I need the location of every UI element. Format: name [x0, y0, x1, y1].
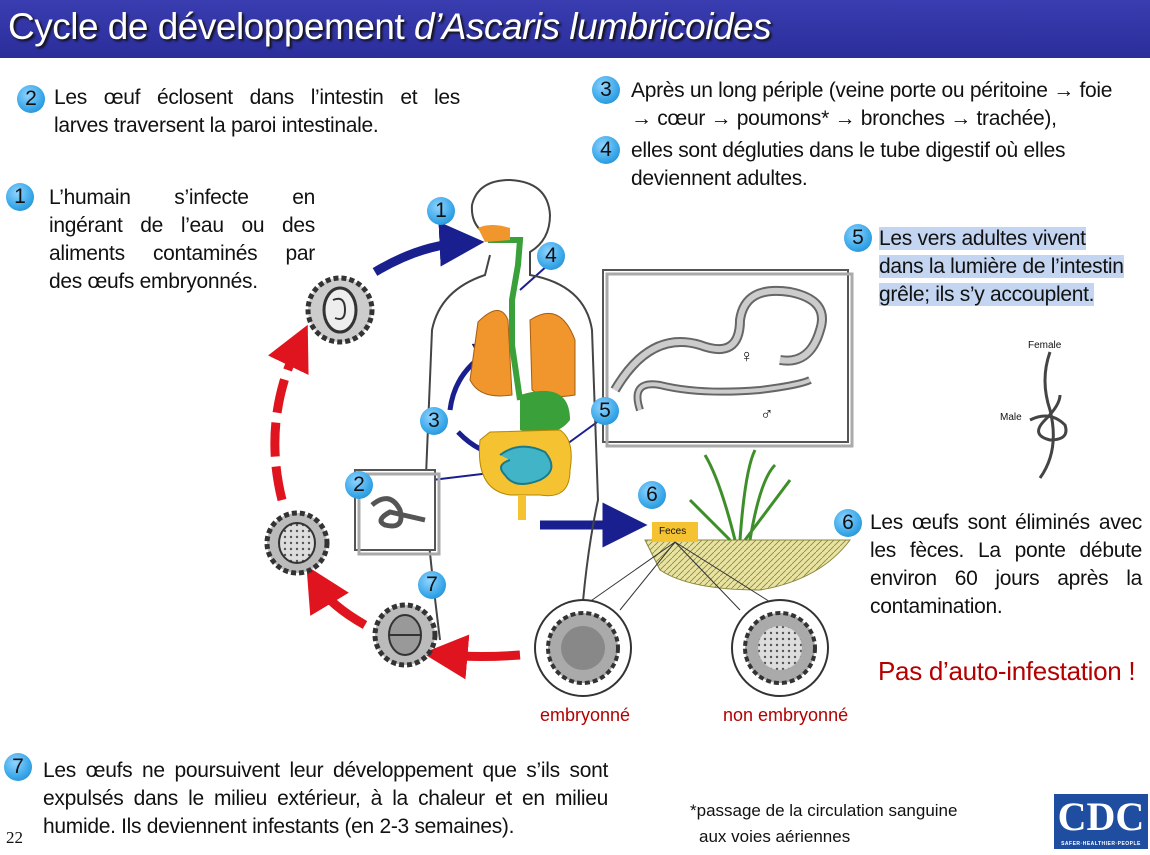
step-1-text: L’humain s’infecte en ingérant de l’eau …: [49, 186, 315, 293]
step-5-text: Les vers adultes vivent dans la lumière …: [879, 227, 1124, 306]
egg-two-cell: [372, 602, 438, 668]
step-4-text: elles sont dégluties dans le tube digest…: [631, 139, 1066, 190]
footnote: *passage de la circulation sanguine aux …: [690, 801, 958, 846]
marker-2: 2: [345, 471, 373, 499]
label-embryonated: embryonné: [540, 705, 631, 725]
marker-6: 6: [638, 481, 666, 509]
small-intestine: [499, 445, 553, 485]
mating-worms: [1029, 351, 1068, 479]
blue-arrow-ingest: [372, 221, 485, 276]
feces-label: Feces: [659, 526, 687, 537]
egg-magnified-non-embryonated: [731, 599, 829, 697]
step-5-badge: 5: [844, 224, 872, 252]
warning-no-autoinfestation: Pas d’auto-infestation !: [878, 656, 1136, 686]
lungs: [469, 310, 576, 398]
stomach: [520, 390, 570, 434]
step-2-text: Les œuf éclosent dans l’intestin et les …: [54, 86, 460, 137]
soil-plant: [584, 449, 852, 611]
red-arrow-left: [267, 324, 309, 502]
female-symbol: ♀: [740, 346, 754, 366]
label-non-embryonated: non embryonné: [723, 705, 849, 725]
marker-4: 4: [537, 242, 565, 270]
marker-5: 5: [591, 397, 619, 425]
step-7-text: Les œufs ne poursuivent leur développeme…: [43, 759, 608, 838]
egg-ingested: [305, 275, 375, 345]
step-6-text: Les œufs sont éliminés avec les fèces. L…: [870, 511, 1142, 618]
red-arrow-left-bottom: [306, 565, 368, 629]
throat: [478, 225, 510, 242]
egg-embryonated-cycle: [264, 510, 330, 576]
step-6-badge: 6: [834, 509, 862, 537]
mating-female-label: Female: [1028, 340, 1062, 351]
mating-male-label: Male: [1000, 412, 1022, 423]
step-2-badge: 2: [17, 85, 45, 113]
step-4-badge: 4: [592, 136, 620, 164]
marker-3: 3: [420, 407, 448, 435]
step-7-badge: 7: [4, 753, 32, 781]
trachea-esophagus: [488, 237, 524, 401]
marker-7: 7: [418, 571, 446, 599]
title-bar: [0, 0, 1150, 58]
step-3-badge: 3: [592, 76, 620, 104]
step-3-text: Après un long périple (veine porte ou pé…: [631, 79, 1113, 130]
adult-worms-box: [602, 269, 854, 448]
step-1-badge: 1: [6, 183, 34, 211]
egg-magnified-embryonated: [534, 599, 632, 697]
slide-title: Cycle de développement d’Ascaris lumbric…: [8, 6, 772, 47]
male-symbol: ♂: [760, 404, 774, 424]
red-arrow-lower: [422, 634, 521, 680]
marker-1: 1: [427, 197, 455, 225]
page-number: 22: [6, 828, 23, 847]
